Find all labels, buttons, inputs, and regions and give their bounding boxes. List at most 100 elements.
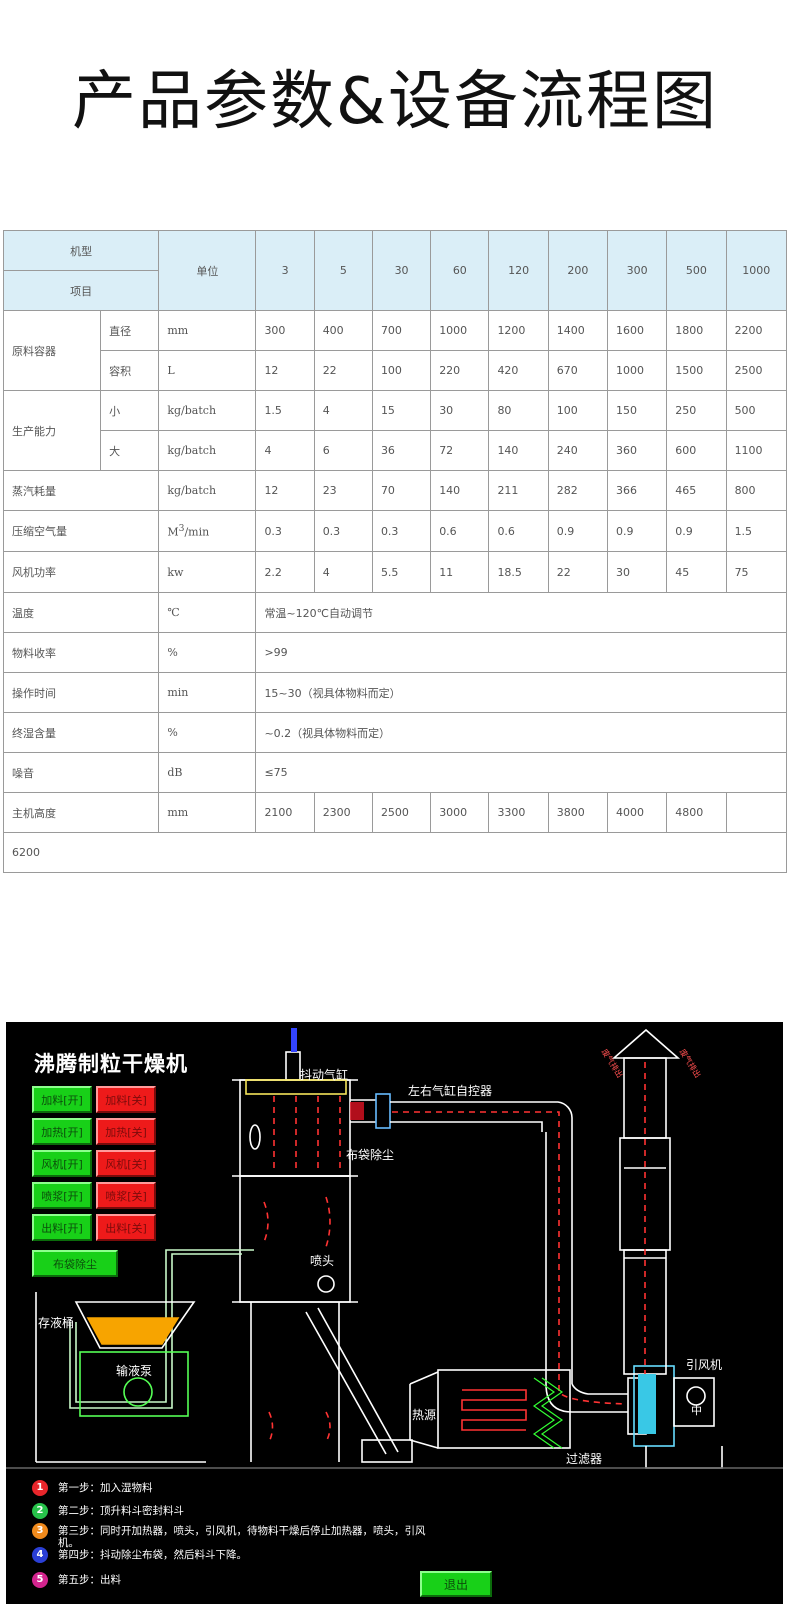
table-cell: 12 [255,350,315,391]
bag-dust-button[interactable]: 布袋除尘 [32,1250,118,1277]
row-span-value: 常温~120℃自动调节 [255,592,787,633]
spec-table: 机型 单位 3 5 30 60 120 200 300 500 1000 项目 … [2,230,788,873]
table-cell: 1600 [606,310,668,351]
table-cell: 1500 [666,350,727,391]
table-cell: 700 [371,310,432,351]
table-cell: 6 [313,430,373,471]
label-pump: 输液泵 [116,1364,153,1378]
table-cell: 366 [606,470,668,511]
row-unit: kg/batch [158,470,257,511]
exit-button[interactable]: 退出 [420,1571,492,1597]
table-cell: 3000 [430,792,490,833]
unit-base: M [167,525,179,539]
header-model-3: 3 [255,230,315,311]
row-name: 终湿含量 [2,712,160,753]
feed-on-button[interactable]: 加料[开] [32,1086,92,1113]
table-cell: 2100 [255,792,315,833]
step-3-number: 3 [32,1523,48,1539]
step-1-number: 1 [32,1480,48,1496]
row-unit: mm [158,310,257,351]
hmi-panel: 沸腾制粒干燥机 加料[开] 加料[关] 加热[开] 加热[关] 风机[开] 风机… [6,1022,783,1604]
table-cell: 23 [313,470,373,511]
row-unit: kw [158,551,257,593]
table-cell: 4000 [606,792,668,833]
header-model-5: 5 [313,230,373,311]
label-filter: 过滤器 [566,1452,603,1466]
step-2-text: 第二步：顶升料斗密封料斗 [58,1505,184,1517]
table-cell: 3800 [547,792,609,833]
header-item: 项目 [2,270,160,311]
discharge-on-button[interactable]: 出料[开] [32,1214,92,1241]
table-cell: 300 [255,310,315,351]
table-cell: 1400 [547,310,609,351]
table-cell: 420 [488,350,549,391]
heat-on-button[interactable]: 加热[开] [32,1118,92,1145]
table-cell: 72 [430,430,490,471]
row-name: 主机高度 [2,792,160,833]
step-5-number: 5 [32,1572,48,1588]
header-model: 机型 [2,230,160,271]
table-cell: 282 [547,470,609,511]
fan-on-button[interactable]: 风机[开] [32,1150,92,1177]
label-nozzle: 喷头 [310,1254,335,1268]
header-model-300: 300 [606,230,668,311]
feed-off-button[interactable]: 加料[关] [96,1086,156,1113]
label-heat-source: 热源 [412,1408,437,1422]
table-cell: 70 [371,470,432,511]
row-span-value: >99 [255,632,787,673]
table-cell: 0.9 [547,510,609,552]
label-lr-cylinder: 左右气缸自控器 [408,1084,493,1098]
spray-on-button[interactable]: 喷浆[开] [32,1182,92,1209]
row-sub-name: 容积 [100,350,160,391]
row-unit: mm [158,792,257,833]
table-cell: 30 [606,551,668,593]
table-cell: 0.6 [488,510,549,552]
row-unit: M3/min [158,510,257,552]
table-cell: 15 [371,390,432,431]
row-name: 噪音 [2,752,160,793]
row-sub-name: 小 [100,390,160,431]
table-cell: 360 [606,430,668,471]
table-cell: 4 [255,430,315,471]
spray-off-button[interactable]: 喷浆[关] [96,1182,156,1209]
row-unit: L [158,350,257,391]
row-unit: % [158,712,257,753]
hmi-title: 沸腾制粒干燥机 [34,1052,188,1076]
row-unit: % [158,632,257,673]
row-span-value: 15~30（视具体物料而定） [255,672,787,713]
header-model-1000: 1000 [725,230,788,311]
heat-off-button[interactable]: 加热[关] [96,1118,156,1145]
table-cell: 45 [666,551,727,593]
table-row: 物料收率%>99 [2,632,787,673]
table-cell: 22 [313,350,373,391]
table-cell: 0.9 [666,510,727,552]
header-unit: 单位 [158,230,257,311]
table-cell: 0.3 [255,510,315,552]
label-shake-cylinder: 抖动气缸 [300,1068,349,1082]
table-cell: 3300 [488,792,549,833]
table-row: 终湿含量%~0.2（视具体物料而定） [2,712,787,753]
table-cell: 2.2 [255,551,315,593]
table-cell: 100 [547,390,609,431]
table-cell: 1000 [430,310,490,351]
table-cell: 1800 [666,310,727,351]
table-cell: 2200 [725,310,788,351]
label-tank: 存液桶 [38,1316,75,1330]
step-4-text: 第四步：抖动除尘布袋，然后料斗下降。 [58,1549,247,1561]
fan-off-button[interactable]: 风机[关] [96,1150,156,1177]
table-cell: 1000 [606,350,668,391]
table-cell: 250 [666,390,727,431]
discharge-off-button[interactable]: 出料[关] [96,1214,156,1241]
table-cell: 465 [666,470,727,511]
table-cell: 0.3 [371,510,432,552]
